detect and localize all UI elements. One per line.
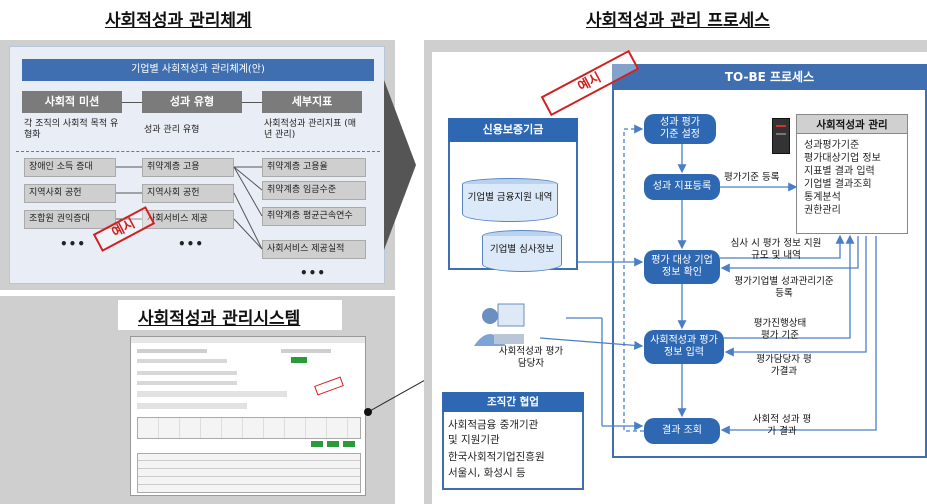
step-label: 사회적성과 평가 정보 입력 — [650, 335, 718, 358]
step-criteria: 성과 평가 기준 설정 — [644, 114, 716, 144]
edge-label: 사회적 성과 평가 결과 — [752, 414, 812, 437]
indicator-item: 취약계층 고용율 — [262, 158, 366, 177]
framework-panel: 기업별 사회적성과 관리체계(안) 사회적 미션 성과 유형 세부지표 각 조직… — [9, 46, 385, 284]
mgmt-box — [796, 114, 908, 234]
type-item: 지역사회 공헌 — [142, 184, 234, 203]
indicator-desc: 사회적성과 관리지표 (매년 관리) — [264, 119, 357, 140]
type-item: 취약계층 고용 — [142, 158, 234, 177]
edge-label: 평가기업별 성과관리기준 등록 — [734, 276, 834, 299]
mgmt-item: 통계분석 — [804, 192, 841, 203]
db-cylinder — [482, 236, 562, 272]
collab-item: 사회적금융 중개기관 — [448, 419, 539, 431]
collab-header: 조직간 협업 — [442, 392, 584, 412]
left-title: 사회적성과 관리체계 — [105, 11, 252, 31]
category-mission: 사회적 미션 — [22, 91, 122, 113]
collab-item: 및 지원기관 — [448, 434, 500, 446]
step-input: 사회적성과 평가 정보 입력 — [644, 330, 724, 364]
right-title: 사회적성과 관리 프로세스 — [586, 11, 770, 31]
ss-row — [137, 359, 227, 363]
mgmt-item: 기업별 결과조회 — [804, 179, 872, 190]
edge-label: 평가기준 등록 — [724, 172, 780, 183]
step-label: 성과 평가 기준 설정 — [660, 117, 700, 140]
system-screenshot — [130, 336, 366, 496]
ss-row — [137, 381, 237, 385]
system-title: 사회적성과 관리시스템 — [138, 309, 301, 329]
step-result: 결과 조회 — [644, 418, 720, 444]
ss-row — [137, 403, 247, 409]
framework-header: 기업별 사회적성과 관리체계(안) — [22, 59, 374, 81]
db-cylinder — [462, 184, 558, 222]
step-register: 성과 지표등록 — [644, 174, 720, 200]
ss-bar — [131, 337, 365, 343]
framework-connectors — [116, 166, 263, 250]
ss-row — [137, 349, 207, 353]
ss-table — [137, 453, 361, 493]
ellipsis: ••• — [300, 266, 327, 280]
category-arrow-1 — [122, 102, 142, 103]
db-label: 기업별 금융지원 내역 — [467, 192, 553, 203]
edge-label: 심사 시 평가 정보 지원 규모 및 내역 — [730, 238, 822, 261]
mission-desc: 각 조직의 사회적 목적 유형화 — [24, 119, 119, 140]
mission-item: 조합원 권익증대 — [24, 210, 116, 229]
step-label: 평가 대상 기업정보 확인 — [651, 255, 713, 278]
mgmt-item: 평가대상기업 정보 — [804, 153, 881, 164]
ss-row — [281, 349, 331, 353]
db-label: 기업별 심사정보 — [489, 244, 555, 255]
mgmt-item: 성과평가기준 — [804, 140, 860, 151]
mgmt-header: 사회적성과 관리 — [796, 114, 908, 134]
ss-btn — [343, 441, 355, 447]
edge-label: 평가담당자 평가결과 — [756, 354, 812, 377]
collab-item: 서울시, 화성시 등 — [448, 467, 526, 479]
type-item: 사회서비스 제공 — [142, 210, 234, 229]
indicator-item: 취약계층 평균근속연수 — [262, 207, 366, 226]
divider — [16, 151, 380, 152]
ss-btn — [291, 357, 307, 363]
person-icon — [474, 303, 525, 346]
mission-item: 지역사회 공헌 — [24, 184, 116, 203]
person-label: 사회적성과 평가담당자 — [498, 346, 564, 369]
edge-label: 평가진행상태 평가 기준 — [753, 318, 807, 341]
indicator-item: 취약계층 임금수준 — [262, 181, 366, 200]
big-arrow — [384, 80, 416, 250]
ss-row — [137, 371, 237, 375]
tobe-header: TO-BE 프로세스 — [612, 64, 927, 90]
server-icon — [772, 118, 790, 154]
type-desc: 성과 관리 유형 — [144, 125, 200, 135]
ss-btn — [311, 441, 323, 447]
collab-item: 한국사회적기업진흥원 — [448, 451, 545, 463]
ss-row — [137, 391, 287, 397]
mission-item: 장애인 소득 증대 — [24, 158, 116, 177]
ellipsis: ••• — [178, 237, 205, 251]
mgmt-item: 권한관리 — [804, 205, 841, 216]
step-label: 결과 조회 — [662, 425, 702, 436]
step-label: 성과 지표등록 — [652, 181, 712, 192]
category-type: 성과 유형 — [142, 91, 242, 113]
org-header: 신용보증기금 — [448, 118, 578, 142]
step-check: 평가 대상 기업정보 확인 — [644, 250, 720, 284]
category-arrow-2 — [242, 102, 262, 103]
mgmt-item: 지표별 결과 입력 — [804, 166, 875, 177]
indicator-item: 사회서비스 제공실적 — [262, 240, 366, 259]
system-title-bg — [118, 300, 342, 330]
ellipsis: ••• — [60, 237, 87, 251]
ss-btn — [327, 441, 339, 447]
ss-table — [137, 417, 361, 439]
category-indicator: 세부지표 — [262, 91, 362, 113]
